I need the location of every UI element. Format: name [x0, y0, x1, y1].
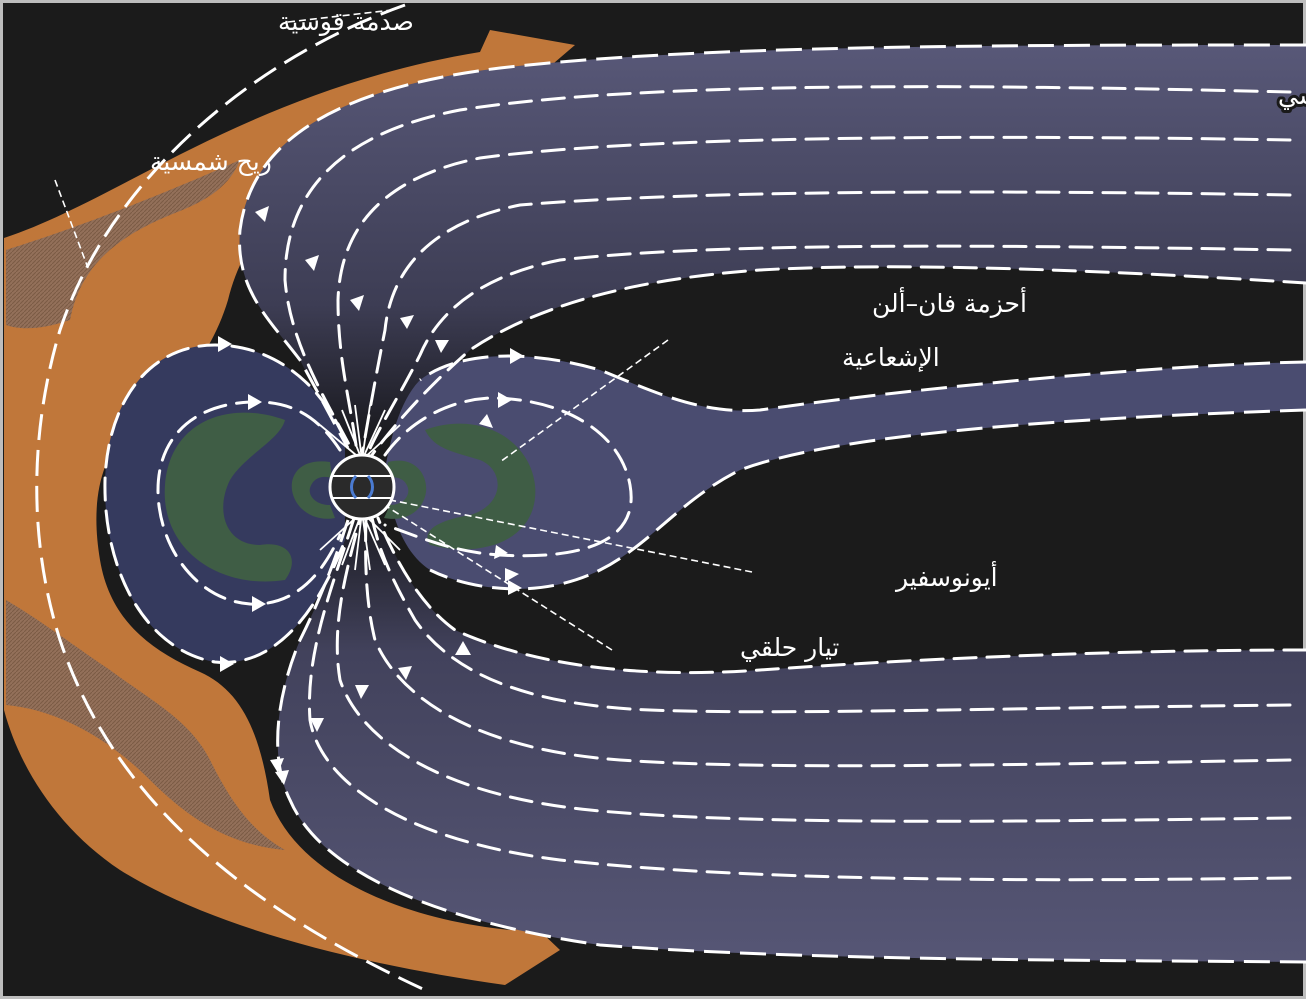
field-line-lower-3 [364, 516, 1292, 768]
magnetopause-lower-outline [276, 519, 1306, 964]
leader-solar-wind [54, 179, 89, 269]
field-line-lower-5 [307, 516, 1292, 882]
field-line-lower-4 [335, 516, 1292, 823]
magnetotail-lower-lobe [277, 520, 1306, 962]
radiation-belt-outer-left [164, 412, 292, 582]
dayside-loop-inner [156, 400, 342, 606]
magnetotail-upper-lobe [239, 45, 1306, 445]
field-line-upper-3 [360, 190, 1292, 457]
field-direction-arrows [218, 206, 524, 785]
leader-ring-current [385, 505, 613, 651]
leader-van-allen [499, 339, 669, 463]
magnetopause-upper-outline [238, 43, 1306, 449]
solar-wind-texture-upper [6, 160, 240, 329]
bow-shock-label: صدمة قوسية [278, 7, 414, 36]
magnetotail-label: الذيل المغنطيسي [1278, 81, 1306, 110]
plasma-sheet-outline-lower [429, 408, 1306, 591]
van-allen-label-line1: أحزمة فان–ألن [872, 286, 1027, 318]
leader-bow-shock [287, 9, 393, 23]
near-earth-field-lines [319, 404, 401, 571]
van-allen-label-line2: الإشعاعية [842, 343, 940, 372]
plasma-sheet [385, 356, 1306, 589]
nightside-loop-inner [383, 396, 633, 558]
leader-ionosphere [389, 499, 753, 573]
bow-shock-line [35, 3, 426, 992]
field-line-lower-2 [370, 516, 1292, 714]
field-line-upper-2 [336, 135, 1292, 454]
earth [328, 453, 396, 521]
field-line-lower-1 [376, 516, 1306, 675]
dayside-plasmasphere [104, 345, 345, 663]
field-line-upper-1 [283, 85, 1292, 452]
ionosphere-label: أيونوسفير [894, 560, 998, 592]
solar-wind-label: ريح شمسية [150, 147, 272, 177]
field-line-upper-5 [370, 265, 1306, 457]
radiation-belt-outer-right [425, 423, 536, 550]
solar-wind-texture-lower [6, 600, 285, 850]
ring-current-label: تيار حلقي [740, 633, 839, 662]
radiation-belt-inner-left [291, 461, 335, 519]
field-line-upper-4 [365, 244, 1292, 457]
dayside-loop-outer [103, 343, 347, 664]
